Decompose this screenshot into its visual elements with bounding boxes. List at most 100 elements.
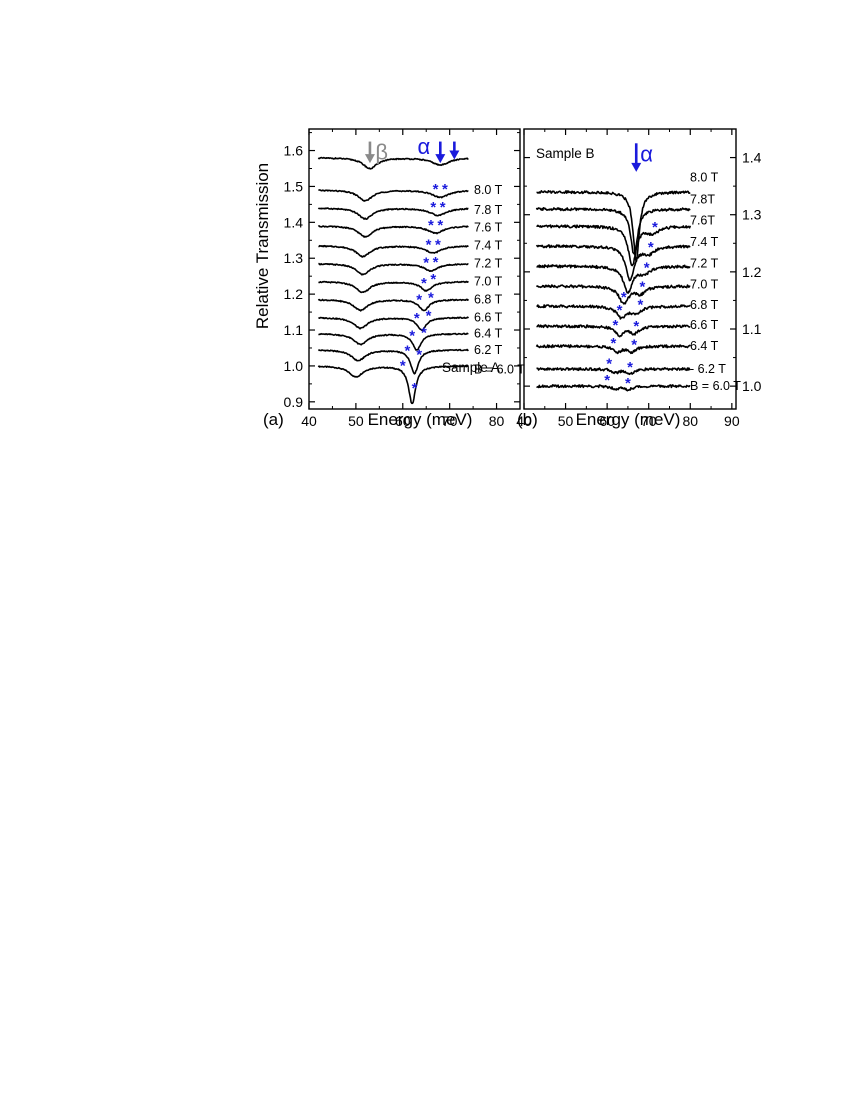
panel-a-frame bbox=[308, 128, 521, 410]
star-marker-b-4-1: * bbox=[637, 297, 643, 314]
star-marker-a-8-1: * bbox=[437, 217, 443, 234]
field-label-b-5: 7.0 T bbox=[690, 277, 719, 291]
curve-b-7 bbox=[535, 244, 691, 282]
y-tick-label-b-4: 1.4 bbox=[742, 150, 762, 166]
panel-a-sample-label: Sample A bbox=[442, 360, 500, 375]
x-tick-label-b-4: 80 bbox=[682, 413, 698, 429]
field-label-b-7: 7.4 T bbox=[690, 235, 719, 249]
field-label-a-10: 8.0 T bbox=[474, 183, 503, 197]
panel-b-letter: (b) bbox=[517, 410, 538, 429]
y-tick-label-a-7: 1.6 bbox=[284, 143, 304, 159]
star-marker-a-3-0: * bbox=[414, 310, 420, 327]
star-marker-b-7-0: * bbox=[648, 239, 654, 256]
curve-a-10 bbox=[318, 189, 469, 202]
star-marker-a-10-0: * bbox=[433, 181, 439, 198]
curve-b-5 bbox=[535, 284, 691, 305]
field-label-b-0: B = 6.0 T bbox=[690, 379, 741, 393]
star-marker-b-0-1: * bbox=[625, 375, 631, 392]
x-tick-label-b-1: 50 bbox=[558, 413, 574, 429]
star-marker-a-0-0: * bbox=[400, 358, 406, 375]
y-tick-label-b-1: 1.1 bbox=[742, 321, 762, 337]
star-marker-a-1-1: * bbox=[416, 347, 422, 364]
star-marker-a-5-0: * bbox=[421, 275, 427, 292]
arrow-head-a-4 bbox=[449, 150, 460, 160]
field-label-b-2: 6.4 T bbox=[690, 339, 719, 353]
y-tick-label-a-2: 1.1 bbox=[284, 322, 304, 338]
star-marker-a-3-1: * bbox=[426, 308, 432, 325]
y-tick-label-a-1: 1.0 bbox=[284, 358, 304, 374]
field-label-a-3: 6.6 T bbox=[474, 310, 503, 324]
arrow-head-b-0 bbox=[631, 162, 642, 172]
panel-a-curves bbox=[317, 156, 470, 405]
curve-a-4 bbox=[317, 298, 470, 312]
x-tick-label-b-2: 60 bbox=[599, 413, 615, 429]
curve-a-2 bbox=[318, 332, 469, 351]
panel-a-letter: (a) bbox=[263, 410, 284, 429]
star-marker-a-6-0: * bbox=[423, 254, 429, 271]
star-marker-b-5-0: * bbox=[621, 289, 627, 306]
y-tick-label-b-2: 1.2 bbox=[742, 264, 762, 280]
field-label-a-0: B = 6.0 T bbox=[474, 363, 525, 377]
star-marker-a-2-0: * bbox=[409, 328, 415, 345]
y-tick-label-b-3: 1.3 bbox=[742, 207, 762, 223]
field-label-b-9: 7.8T bbox=[690, 192, 715, 206]
x-tick-label-a-0: 40 bbox=[301, 413, 317, 429]
field-label-a-1: 6.2 T bbox=[474, 343, 503, 357]
x-tick-label-a-4: 80 bbox=[489, 413, 505, 429]
star-marker-b-8-0: * bbox=[652, 219, 658, 236]
curve-b-1 bbox=[536, 367, 691, 376]
field-label-b-10: 8.0 T bbox=[690, 171, 719, 185]
x-tick-label-b-0: 40 bbox=[516, 413, 532, 429]
star-marker-a-8-0: * bbox=[428, 217, 434, 234]
arrow-head-a-3 bbox=[435, 154, 446, 164]
star-marker-a-10-1: * bbox=[442, 181, 448, 198]
star-marker-b-5-1: * bbox=[640, 279, 646, 296]
star-marker-b-6-0: * bbox=[644, 259, 650, 276]
curve-b-4 bbox=[536, 304, 691, 320]
curve-a-6 bbox=[318, 262, 469, 276]
panel-b-frame bbox=[523, 128, 737, 410]
y-tick-label-a-4: 1.3 bbox=[284, 250, 304, 266]
star-marker-b-2-0: * bbox=[610, 335, 616, 352]
field-label-a-6: 7.2 T bbox=[474, 257, 503, 271]
field-label-a-2: 6.4 T bbox=[474, 327, 503, 341]
field-label-a-4: 6.8 T bbox=[474, 293, 503, 307]
star-marker-a-7-0: * bbox=[426, 237, 432, 254]
field-label-b-4: 6.8 T bbox=[690, 298, 719, 312]
star-marker-b-3-0: * bbox=[613, 317, 619, 334]
panel-a-marks: B = 6.0 T**6.2 T**6.4 T**6.6 T**6.8 T**7… bbox=[364, 134, 525, 397]
panel-a-x-axis-title: Energy (meV) bbox=[368, 410, 473, 429]
x-tick-label-b-5: 90 bbox=[724, 413, 740, 429]
panel-b-marks: B = 6.0 T**- 6.2 T**6.4 T**6.6 T**6.8 T*… bbox=[604, 142, 741, 393]
panel-b-sample-label: Sample B bbox=[536, 146, 595, 161]
x-tick-label-a-2: 60 bbox=[395, 413, 411, 429]
greek-label-b-1: α bbox=[640, 142, 653, 167]
field-label-b-8: 7.6T bbox=[690, 213, 715, 227]
curve-b-9 bbox=[535, 207, 691, 255]
greek-label-a-2: α bbox=[418, 134, 431, 159]
curve-b-0 bbox=[536, 384, 691, 392]
greek-label-a-1: β bbox=[375, 139, 388, 164]
curve-b-2 bbox=[535, 344, 691, 355]
star-marker-b-2-1: * bbox=[631, 336, 637, 353]
field-label-b-1: - 6.2 T bbox=[690, 362, 726, 376]
field-label-a-5: 7.0 T bbox=[474, 275, 503, 289]
curve-a-0 bbox=[317, 364, 469, 405]
star-marker-b-1-1: * bbox=[627, 359, 633, 376]
star-marker-a-6-1: * bbox=[433, 254, 439, 271]
arrow-head-a-0 bbox=[364, 154, 375, 164]
star-marker-b-0-0: * bbox=[604, 372, 610, 389]
star-marker-b-1-0: * bbox=[606, 355, 612, 372]
curve-b-6 bbox=[536, 264, 691, 294]
curve-a-1 bbox=[317, 348, 469, 375]
y-tick-label-a-3: 1.2 bbox=[284, 286, 304, 302]
curve-a-3 bbox=[318, 316, 470, 332]
field-label-b-3: 6.6 T bbox=[690, 318, 719, 332]
field-label-a-7: 7.4 T bbox=[474, 239, 503, 253]
y-tick-label-a-0: 0.9 bbox=[284, 394, 304, 410]
curve-b-8 bbox=[536, 224, 692, 267]
x-tick-label-a-3: 70 bbox=[442, 413, 458, 429]
